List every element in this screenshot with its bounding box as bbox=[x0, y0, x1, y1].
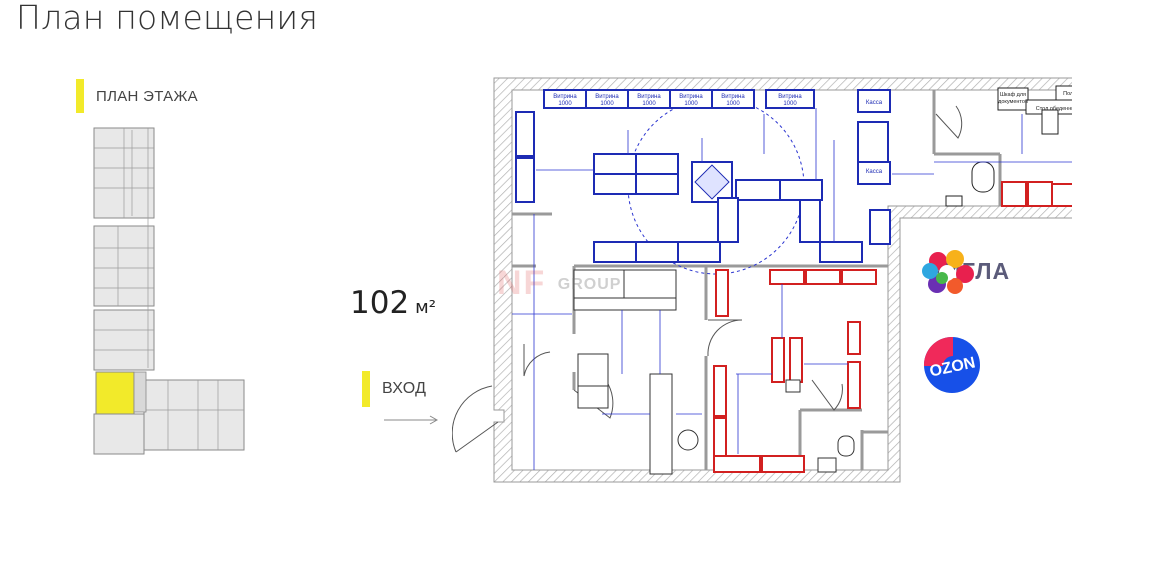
rigla-logo-icon bbox=[922, 249, 974, 294]
svg-text:Витрина: Витрина bbox=[721, 94, 745, 100]
legend-highlight-swatch bbox=[76, 79, 84, 113]
svg-text:1000: 1000 bbox=[600, 101, 614, 107]
svg-text:1000: 1000 bbox=[783, 101, 797, 107]
svg-text:Витрина: Витрина bbox=[595, 94, 619, 100]
svg-text:Витрина: Витрина bbox=[637, 94, 661, 100]
page-title: План помещения bbox=[16, 0, 319, 37]
entrance-highlight-swatch bbox=[362, 371, 370, 407]
svg-text:Витрина: Витрина bbox=[553, 94, 577, 100]
svg-text:Касса: Касса bbox=[866, 100, 883, 106]
svg-text:1000: 1000 bbox=[684, 101, 698, 107]
svg-text:Витрина: Витрина bbox=[679, 94, 703, 100]
floor-plan-legend: ПЛАН ЭТАЖА bbox=[76, 79, 198, 113]
svg-text:Касса: Касса bbox=[866, 169, 883, 175]
svg-text:1000: 1000 bbox=[558, 101, 572, 107]
door-icon bbox=[452, 105, 963, 453]
rigla-brand: РИГЛА bbox=[922, 249, 1010, 294]
agency-watermark: NF GROUP bbox=[497, 264, 622, 302]
area-unit: м² bbox=[415, 297, 436, 318]
floor-plan-label: ПЛАН ЭТАЖА bbox=[96, 87, 198, 105]
ozon-logo-icon: OZON bbox=[923, 336, 980, 393]
svg-text:1000: 1000 bbox=[726, 101, 740, 107]
svg-text:Витрина: Витрина bbox=[778, 94, 802, 100]
svg-text:Шкаф для: Шкаф для bbox=[1000, 92, 1026, 98]
svg-text:Полка: Полка bbox=[1063, 91, 1072, 97]
arrow-right-icon bbox=[384, 415, 439, 425]
entrance-label: ВХОД bbox=[382, 380, 427, 397]
svg-text:документов: документов bbox=[998, 99, 1028, 105]
floor-overview-plan bbox=[93, 127, 245, 455]
svg-text:Стол обеденный: Стол обеденный bbox=[1036, 105, 1072, 112]
svg-text:1000: 1000 bbox=[642, 101, 656, 107]
entrance-legend: ВХОД bbox=[362, 371, 426, 407]
highlighted-unit bbox=[95, 371, 135, 415]
